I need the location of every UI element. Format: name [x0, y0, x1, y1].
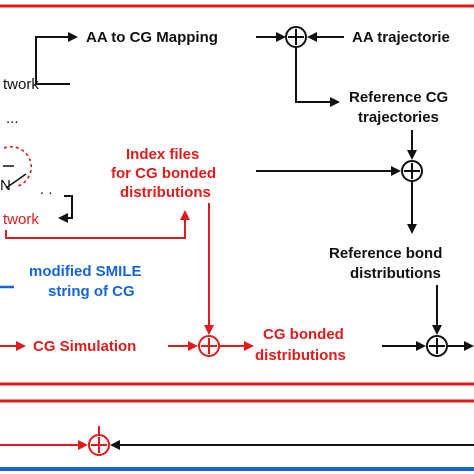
label-network-bottom: twork	[3, 211, 39, 228]
bond-line	[5, 173, 27, 189]
label-aa-trajectories: AA trajectorie	[352, 29, 450, 46]
dashed-molecule-circle	[3, 145, 32, 187]
arrow-network-to-mapping	[35, 32, 78, 85]
arrow-network-bracket	[58, 195, 73, 223]
label-n-letter: N	[0, 177, 11, 194]
label-index-files-line3: distributions	[120, 184, 211, 201]
sum-node-1	[285, 26, 307, 48]
label-reference-cg-line1: Reference CG	[349, 89, 448, 106]
label-aa-to-cg-mapping: AA to CG Mapping	[86, 29, 218, 46]
label-cg-bonded-line1: CG bonded	[263, 326, 344, 343]
label-modified-smile-line1: modified SMILE	[29, 263, 142, 280]
label-network-top: twork	[3, 76, 39, 93]
arrow-red-network-to-index	[5, 210, 190, 239]
label-reference-cg-line2: trajectories	[358, 109, 439, 126]
label-dots: . .	[40, 181, 53, 198]
label-reference-bonded-line2: distributions	[350, 265, 441, 282]
label-reference-bonded-line1: Reference bond	[329, 245, 442, 262]
label-ellipsis: ...	[6, 110, 19, 127]
label-modified-smile-line2: string of CG	[48, 283, 135, 300]
label-cg-bonded-line2: distributions	[255, 347, 346, 364]
arrow-sum1-to-ref-cg	[295, 48, 340, 107]
label-index-files-line2: for CG bonded	[111, 165, 216, 182]
sum-node-4	[198, 335, 220, 357]
sum-node-3	[426, 335, 448, 357]
sum-node-2	[401, 160, 423, 182]
label-index-files-line1: Index files	[126, 146, 199, 163]
label-cg-simulation: CG Simulation	[33, 338, 136, 355]
sum-node-5	[88, 434, 110, 456]
